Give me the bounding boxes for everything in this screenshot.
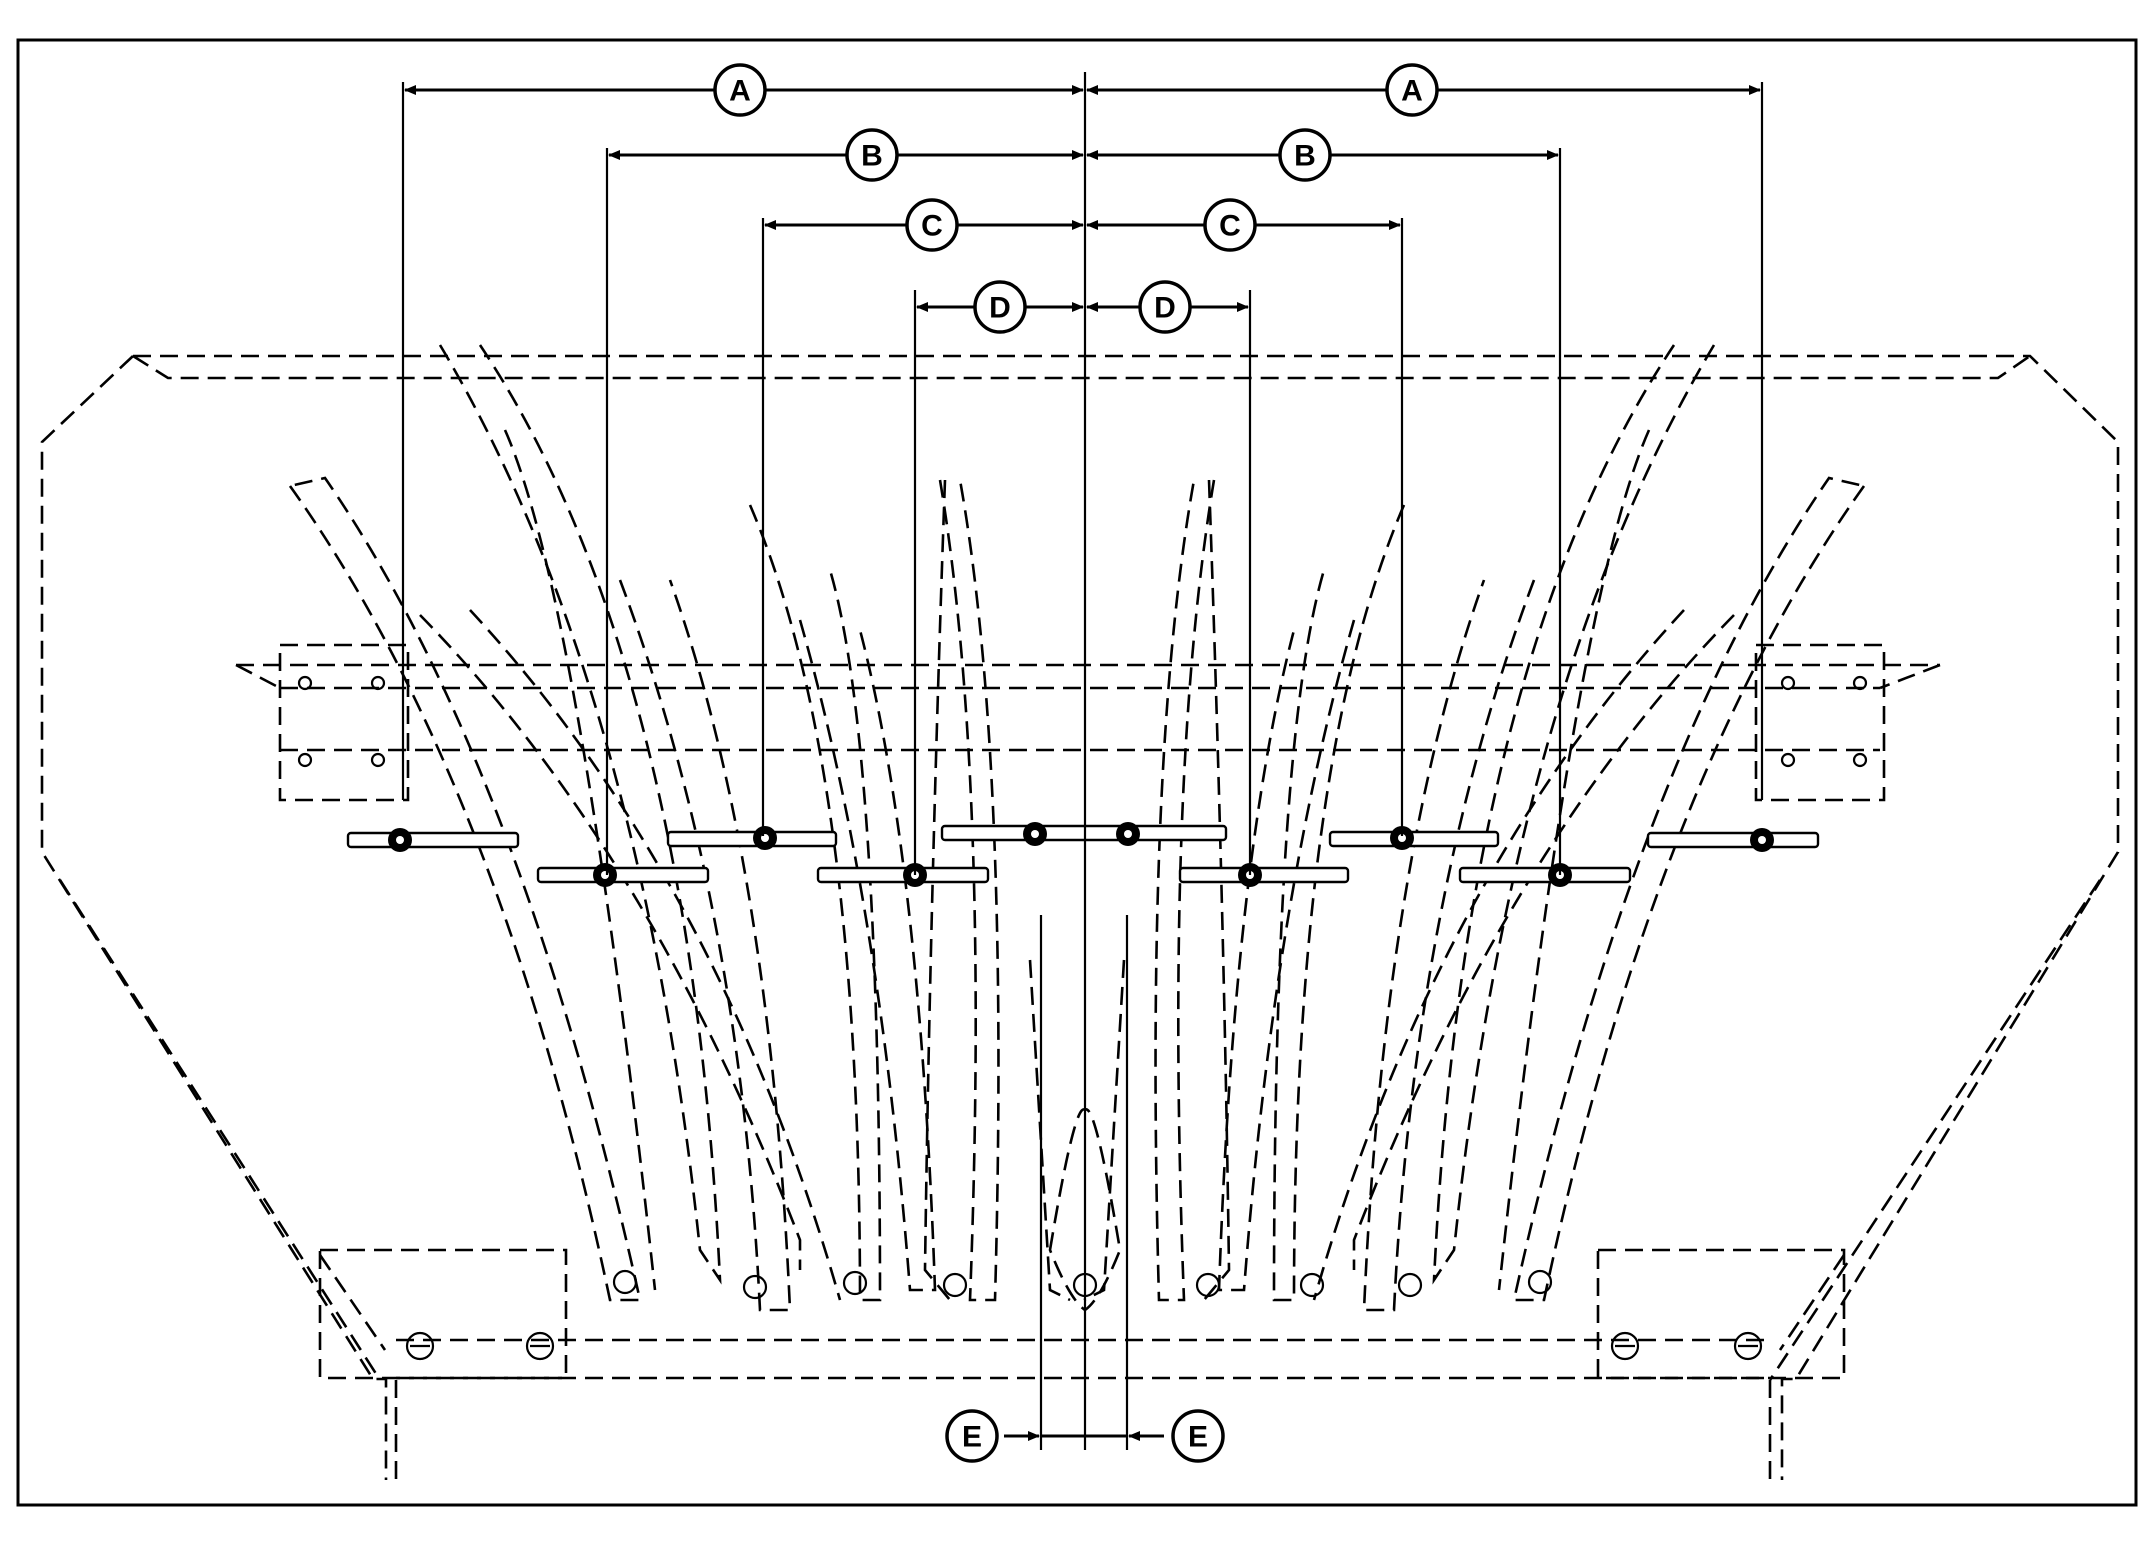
callout-c-right: C — [1203, 198, 1257, 252]
bottom-bracket-assembly — [318, 1248, 1846, 1380]
callout-c-left-label: C — [921, 210, 943, 243]
adjustment-slots — [346, 824, 1820, 884]
callout-d-left: D — [973, 280, 1027, 334]
extension-lines — [401, 72, 1764, 1450]
callout-b-left: B — [845, 128, 899, 182]
callout-e-right-label: E — [1188, 1421, 1208, 1454]
dimension-lines — [404, 85, 1761, 1441]
callout-c-right-label: C — [1219, 210, 1241, 243]
callout-b-left-label: B — [861, 140, 883, 173]
cross-rails — [235, 643, 1941, 802]
callout-a-left-label: A — [729, 75, 751, 108]
callout-a-right: A — [1385, 63, 1439, 117]
callout-a-left: A — [713, 63, 767, 117]
callout-e-left-label: E — [962, 1421, 982, 1454]
callout-e-left: E — [945, 1409, 999, 1463]
callout-e-right: E — [1171, 1409, 1225, 1463]
callout-b-right-label: B — [1294, 140, 1316, 173]
vanes-right — [1083, 344, 1867, 1312]
callout-d-right: D — [1138, 280, 1192, 334]
callout-b-right: B — [1278, 128, 1332, 182]
callout-d-left-label: D — [989, 292, 1011, 325]
vanes-left — [287, 344, 1071, 1312]
callout-a-right-label: A — [1401, 75, 1423, 108]
diagram-frame — [16, 38, 2138, 1507]
vane-pivots — [612, 1269, 1553, 1300]
callout-c-left: C — [905, 198, 959, 252]
callout-d-right-label: D — [1154, 292, 1176, 325]
vane-bolts — [388, 822, 1774, 887]
